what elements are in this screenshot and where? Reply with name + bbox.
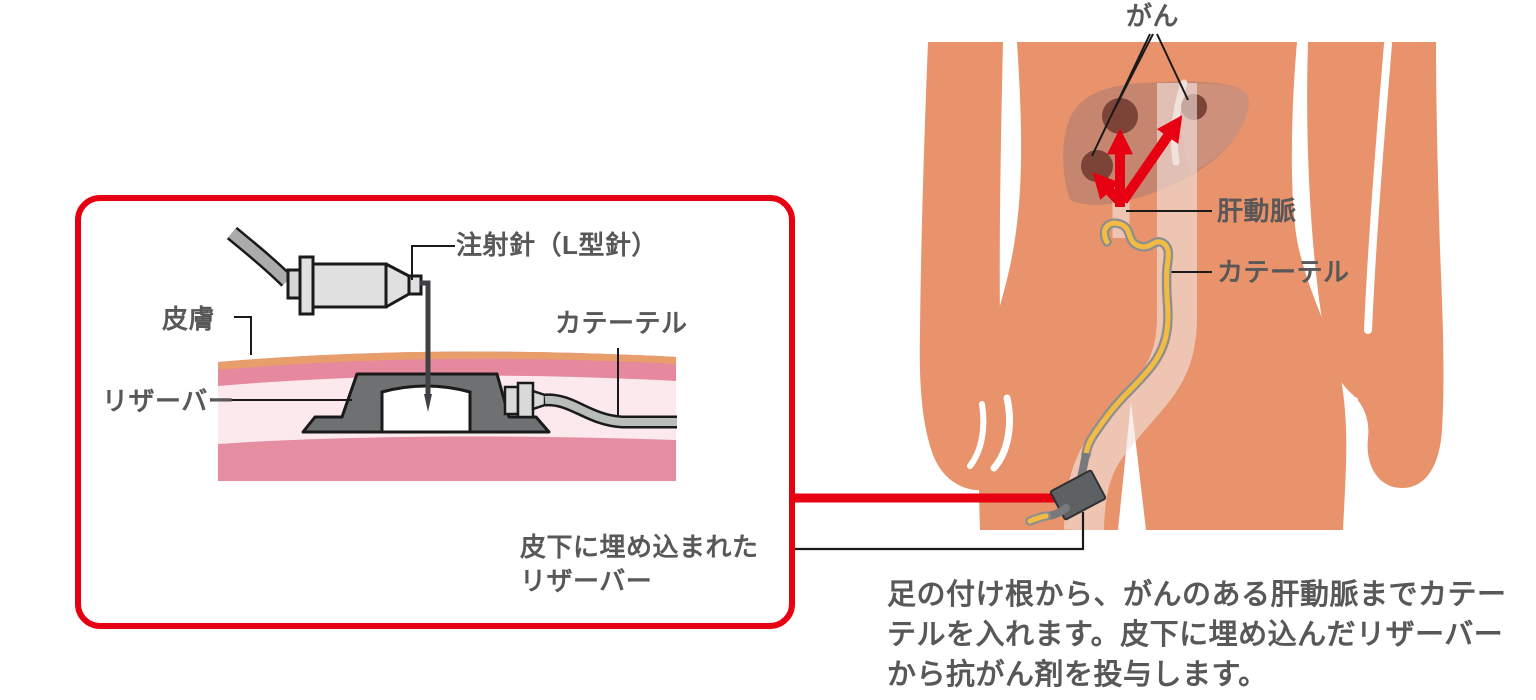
arrow-upright-icon [1118, 115, 1183, 204]
needle-tip [424, 394, 432, 412]
catheter-label-body: カテーテル [1217, 257, 1350, 287]
skin-leader [234, 316, 252, 355]
implanted-reservoir-label: 皮下に埋め込まれた リザーバー [520, 530, 759, 598]
tube-core [544, 395, 677, 426]
left-hand-finger-gap [967, 401, 987, 469]
catheter-label-box: カテーテル [555, 308, 688, 338]
right-arm-crease [1364, 40, 1392, 334]
arrow-upleft-icon [1092, 172, 1122, 204]
caption-line3: から抗がん剤を投与します。 [887, 659, 1268, 691]
implanted-reservoir-label-line2: リザーバー [520, 566, 653, 596]
syringe-flange [298, 255, 315, 316]
syringe-barrel [311, 262, 388, 309]
outlet-connector [516, 381, 535, 419]
cancer-pointer-lines [1091, 33, 1189, 157]
cancer-label: がん [1126, 1, 1180, 31]
body-leader-lines [1126, 210, 1212, 273]
box-leader-lines [222, 245, 619, 416]
groin-catheter-tail [1025, 504, 1070, 526]
outlet-connector [503, 385, 520, 416]
injection-syringe [226, 226, 432, 412]
implanted-reservoir-leader [766, 512, 1085, 551]
left-hand-finger-gap [990, 394, 1013, 472]
syringe-supply-tube [228, 228, 291, 285]
l-shaped-needle [420, 280, 431, 398]
tail-yellow [1027, 513, 1049, 524]
hepatic-artery-label: 肝動脈 [1217, 196, 1297, 226]
skin-label: 皮膚 [162, 304, 216, 334]
skin-surface-layer [218, 351, 676, 370]
reservoir-label: リザーバー [102, 386, 235, 416]
box-catheter-tube [544, 393, 677, 429]
tumor [1081, 150, 1113, 182]
right-hand-thumb-gap [1348, 397, 1365, 471]
outlet-taper [531, 389, 547, 411]
needle-leader [411, 245, 455, 280]
tumor [1102, 98, 1138, 134]
drug-flow-arrows [1092, 115, 1183, 207]
syringe-tip [407, 274, 423, 296]
catheter-core [1083, 220, 1171, 458]
implanted-reservoir-label-line1: 皮下に埋め込まれた [520, 532, 759, 562]
needle-label: 注射針（L型針） [456, 230, 658, 260]
left-arm [919, 42, 1035, 491]
procedure-caption: 足の付け根から、がんのある肝動脈までカテー テルを入れます。皮下に埋め込んだリザ… [887, 575, 1507, 695]
caption-line2: テルを入れます。皮下に埋め込んだリザーバー [887, 619, 1504, 651]
skin-deep-rose-layer [218, 436, 676, 481]
caption-line1: 足の付け根から、がんのある肝動脈までカテー [887, 579, 1507, 611]
